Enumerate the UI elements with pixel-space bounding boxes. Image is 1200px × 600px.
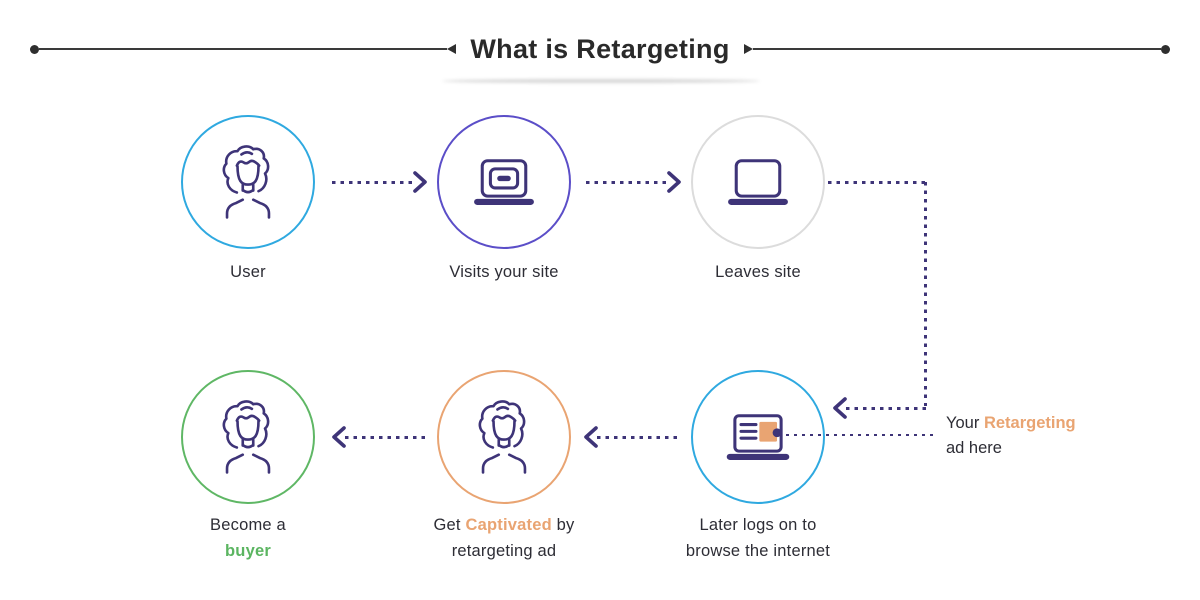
elbow-connector-side bbox=[924, 182, 927, 406]
label-captivated: Get Captivated by retargeting ad bbox=[433, 516, 575, 560]
node-visits-site bbox=[437, 115, 571, 249]
arrow-left-icon bbox=[833, 397, 847, 419]
highlight-captivated: Captivated bbox=[465, 516, 552, 534]
arrow-left-icon bbox=[584, 426, 598, 448]
woman-icon bbox=[222, 400, 271, 474]
highlight-retargeting: Retargeting bbox=[983, 414, 1076, 432]
label-buyer: Become a buyer bbox=[210, 516, 286, 560]
annotation-your-retargeting-ad: Your Retargeting ad here bbox=[946, 414, 1076, 457]
arrow-right-icon bbox=[667, 171, 681, 193]
node-buyer bbox=[181, 370, 315, 504]
page-title: What is Retargeting bbox=[470, 33, 730, 64]
title-shadow bbox=[442, 79, 760, 83]
laptop-closed-icon bbox=[726, 158, 790, 206]
node-leaves-site bbox=[691, 115, 825, 249]
laptop-retargeting-ad-icon bbox=[725, 413, 791, 461]
header-banner: What is Retargeting bbox=[30, 33, 1171, 64]
label-leaves-site: Leaves site bbox=[715, 263, 801, 281]
ad-pointer-line bbox=[786, 433, 938, 436]
divider-dot-right bbox=[1161, 44, 1171, 54]
label-later-logs-on: Later logs on to browse the internet bbox=[685, 516, 831, 560]
woman-icon bbox=[478, 400, 527, 474]
divider-arrowhead-left-icon bbox=[447, 44, 457, 54]
arrow-right-icon bbox=[413, 171, 427, 193]
arrow-visits-to-leaves-line bbox=[586, 180, 668, 184]
laptop-open-page-icon bbox=[472, 158, 536, 206]
divider-arrowhead-right-icon bbox=[743, 44, 753, 54]
elbow-connector-bottom bbox=[846, 406, 926, 410]
woman-icon bbox=[222, 145, 271, 219]
node-later-logs-on bbox=[691, 370, 825, 504]
divider-dot-left bbox=[30, 44, 39, 54]
elbow-connector-top bbox=[828, 180, 927, 184]
arrow-user-to-visits-line bbox=[332, 180, 414, 184]
arrow-left-icon bbox=[332, 426, 346, 448]
divider-line-right bbox=[752, 47, 1162, 51]
label-visits-site: Visits your site bbox=[449, 263, 559, 281]
arrow-captivated-to-buyer-line bbox=[345, 435, 426, 439]
arrow-later-to-captivated-line bbox=[597, 435, 678, 439]
node-user bbox=[181, 115, 315, 249]
divider-line-left bbox=[39, 47, 448, 51]
node-captivated bbox=[437, 370, 571, 504]
label-user: User bbox=[230, 263, 266, 281]
highlight-buyer: buyer bbox=[225, 542, 271, 560]
